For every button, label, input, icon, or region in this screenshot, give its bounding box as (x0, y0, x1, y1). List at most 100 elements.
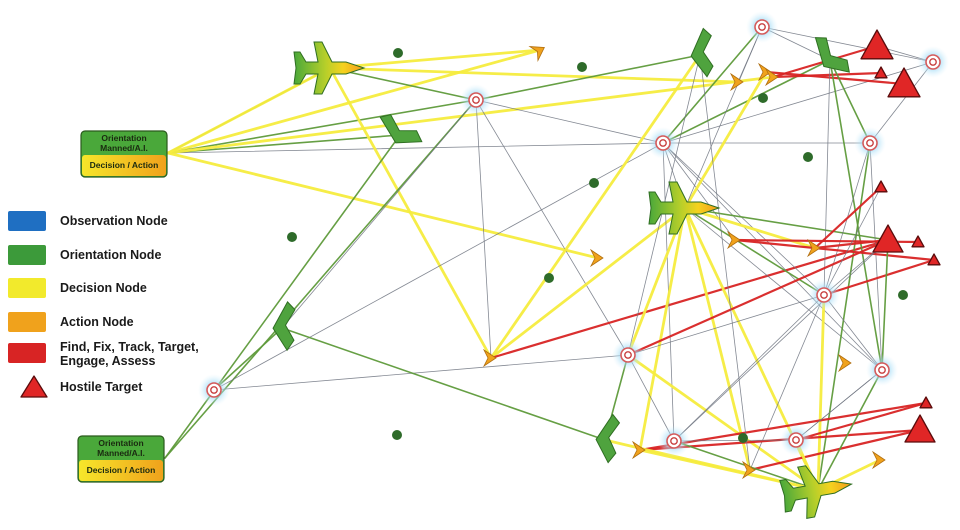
link-g-26 (662, 26, 763, 144)
drone-icon (741, 460, 756, 480)
fighter-jet-icon (293, 41, 366, 95)
link-r-24 (489, 238, 890, 360)
link-g-76 (817, 369, 883, 491)
legend-label: Orientation Node (60, 248, 161, 262)
legend-label: Decision Node (60, 281, 147, 295)
link-r-65 (822, 258, 936, 297)
sensor-node-icon (647, 127, 679, 159)
drone-icon (806, 238, 821, 258)
link-y-2 (166, 48, 542, 155)
legend-item-1: Observation Node (8, 211, 168, 231)
link-g-16 (164, 134, 401, 459)
link-y-35 (683, 70, 768, 210)
link-k-81 (795, 369, 883, 441)
link-k-34 (662, 61, 934, 144)
link-k-22 (281, 99, 477, 329)
hostile-target-icon (20, 375, 48, 398)
relay-dot-icon (393, 48, 403, 58)
drone-icon (837, 353, 852, 373)
sensor-node-icon (198, 374, 230, 406)
legend-swatch (8, 343, 46, 363)
link-k-87 (823, 186, 882, 296)
link-r-57 (733, 238, 936, 262)
link-r-47 (771, 71, 883, 79)
legend-item-5: Find, Fix, Track, Target,Engage, Assess (8, 340, 199, 368)
legend-swatch (8, 312, 46, 332)
legend-item-3: Decision Node (8, 278, 147, 298)
legend-label: Action Node (60, 315, 134, 329)
network-links (164, 26, 936, 492)
link-g-21 (281, 327, 606, 441)
legend-item-2: Orientation Node (8, 245, 161, 265)
sensor-node-icon (612, 339, 644, 371)
hostile-target-icon (874, 180, 888, 193)
stealth-bomber-icon (272, 301, 296, 352)
drone-icon (729, 72, 744, 92)
stealth-bomber-icon (690, 27, 714, 78)
legend-label: Observation Node (60, 214, 168, 228)
drone-icon (589, 248, 604, 268)
drone-icon (631, 440, 646, 460)
link-k-15 (475, 99, 664, 144)
relay-dot-icon (738, 433, 748, 443)
link-r-72 (794, 401, 928, 442)
stealth-bomber-icon (379, 114, 423, 144)
drone-icon (726, 230, 741, 250)
legend-item-4: Action Node (8, 312, 134, 332)
link-r-59 (626, 238, 890, 357)
network-nodes (198, 11, 949, 519)
hostile-target-icon (927, 253, 941, 266)
legend-label-2: Engage, Assess (60, 354, 155, 368)
relay-dot-icon (898, 290, 908, 300)
link-k-86 (869, 61, 934, 144)
legend-swatch (8, 245, 46, 265)
sensor-node-icon (808, 279, 840, 311)
link-y-4 (166, 151, 600, 260)
link-k-28 (662, 142, 825, 296)
relay-dot-icon (392, 430, 402, 440)
relay-dot-icon (577, 62, 587, 72)
link-y-63 (626, 353, 820, 492)
hostile-target-icon (911, 235, 925, 248)
drone-icon (871, 450, 886, 470)
link-y-66 (816, 293, 826, 492)
stealth-bomber-icon (595, 413, 621, 464)
sensor-node-icon (917, 46, 949, 78)
link-g-1 (167, 134, 401, 154)
link-y-25 (489, 53, 702, 360)
c2-box-line3: Decision / Action (90, 160, 159, 170)
hostile-target-icon (887, 67, 921, 98)
legend-label: Hostile Target (60, 380, 143, 394)
link-g-37 (684, 207, 825, 296)
legend-swatch (8, 211, 46, 231)
hostile-target-icon (860, 29, 894, 60)
link-k-53 (869, 142, 883, 371)
sensor-node-icon (854, 127, 886, 159)
stealth-bomber-icon (814, 37, 850, 73)
link-k-5 (167, 142, 664, 154)
link-g-27 (662, 59, 831, 144)
fighter-jet-icon (779, 465, 854, 519)
relay-dot-icon (589, 178, 599, 188)
link-y-10 (328, 66, 493, 360)
legend-swatch (8, 278, 46, 298)
link-k-83 (684, 26, 763, 209)
drone-icon (764, 67, 779, 87)
c2-box-line2: Manned/A.I. (100, 143, 148, 153)
link-k-64 (673, 294, 825, 442)
link-k-89 (673, 239, 889, 442)
link-y-23 (489, 206, 687, 360)
link-k-82 (761, 26, 934, 63)
link-k-62 (627, 354, 675, 442)
link-g-54 (817, 142, 871, 491)
sensor-node-icon (658, 425, 690, 457)
c2-box-line2: Manned/A.I. (97, 448, 145, 458)
sensor-node-icon (866, 354, 898, 386)
relay-dot-icon (287, 232, 297, 242)
link-g-85 (881, 239, 889, 371)
